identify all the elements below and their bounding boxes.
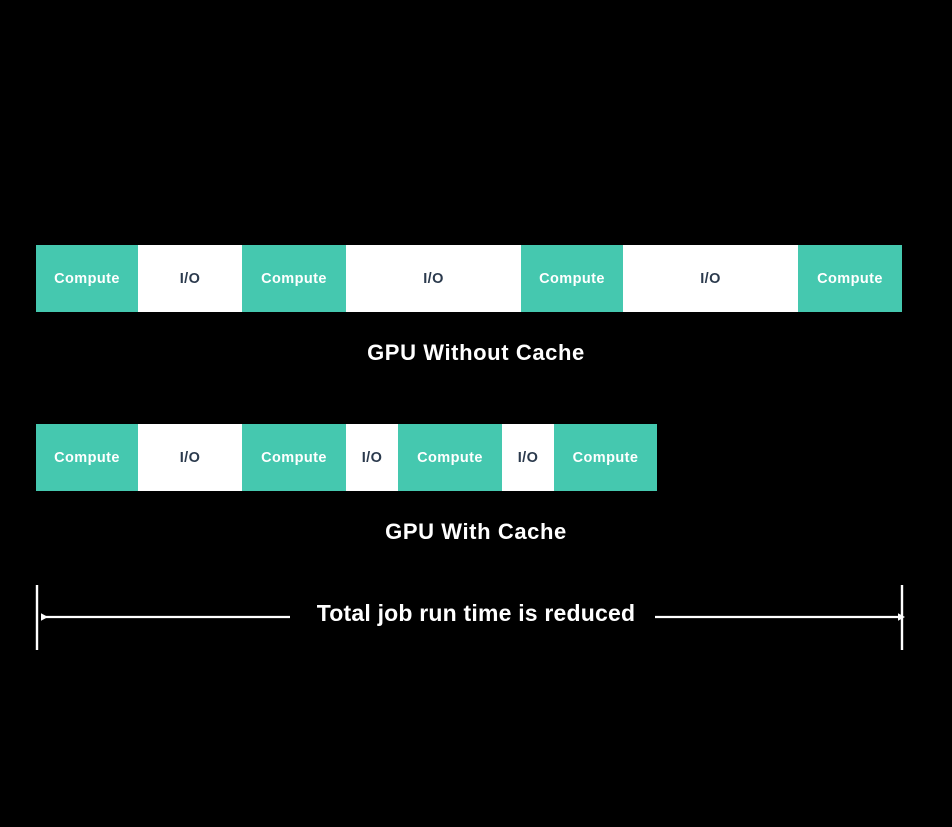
segment-compute: Compute <box>242 245 346 312</box>
segment-label: Compute <box>54 449 120 466</box>
segment-compute: Compute <box>36 245 138 312</box>
segment-label: Compute <box>572 449 639 466</box>
segment-io: I/O <box>138 424 242 491</box>
segment-label: Compute <box>54 270 120 287</box>
segment-compute: Compute <box>521 245 623 312</box>
segment-compute: Compute <box>798 245 902 312</box>
segment-label: I/O <box>423 270 444 287</box>
segment-compute: Compute <box>398 424 502 491</box>
segment-io: I/O <box>346 245 521 312</box>
segment-label: Compute <box>539 270 605 287</box>
segment-compute: Compute <box>36 424 138 491</box>
timeline-gpu-without-cache: Compute I/O Compute I/O Compute I/O Compute <box>36 245 902 312</box>
segment-label: I/O <box>517 449 539 466</box>
segment-io: I/O <box>502 424 554 491</box>
segment-label: Compute <box>817 270 883 287</box>
segment-io: I/O <box>138 245 242 312</box>
segment-label: I/O <box>700 270 721 287</box>
segment-label: I/O <box>179 270 201 287</box>
segment-label: Compute <box>261 270 327 287</box>
caption-gpu-without-cache: GPU Without Cache <box>367 340 585 365</box>
segment-io: I/O <box>623 245 798 312</box>
segment-label: I/O <box>179 449 201 466</box>
segment-label: I/O <box>361 449 383 466</box>
timeline-gpu-with-cache: Compute I/O Compute I/O Compute I/O Compute <box>36 424 657 491</box>
segment-label: Compute <box>417 449 483 466</box>
total-runtime-measure <box>0 575 952 660</box>
measure-arrow-graphic <box>35 585 905 650</box>
segment-io: I/O <box>346 424 398 491</box>
segment-compute: Compute <box>554 424 657 491</box>
caption-gpu-with-cache: GPU With Cache <box>385 519 567 544</box>
segment-label: Compute <box>261 449 327 466</box>
segment-compute: Compute <box>242 424 346 491</box>
measure-label: Total job run time is reduced <box>316 600 636 626</box>
